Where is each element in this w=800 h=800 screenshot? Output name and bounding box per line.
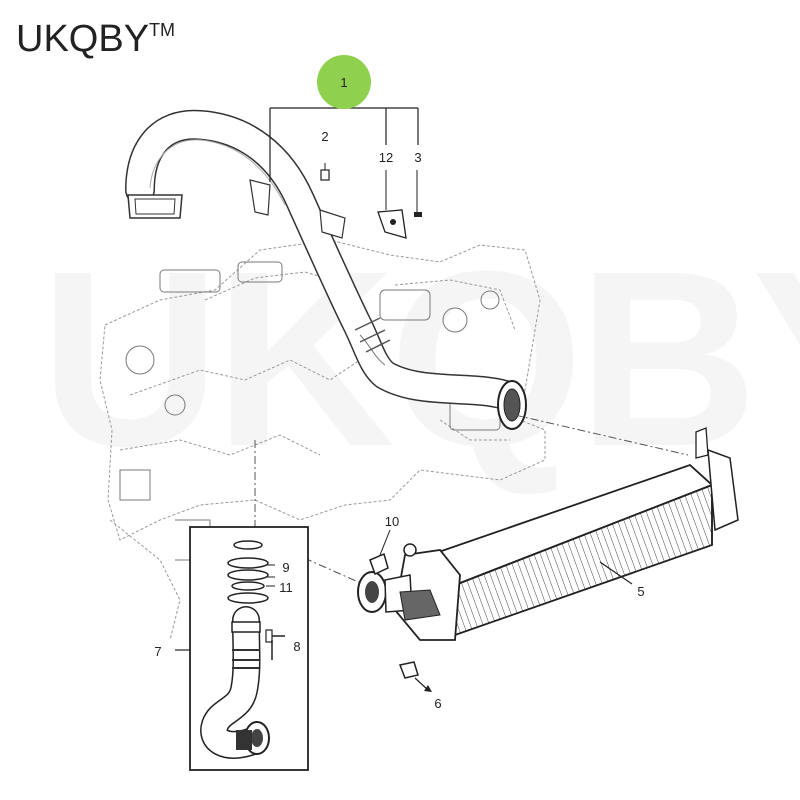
clip-part-6 xyxy=(398,661,432,692)
callout-1: 1 xyxy=(340,75,347,90)
callout-5: 5 xyxy=(637,584,644,599)
callout-12: 12 xyxy=(379,150,393,165)
callout-2: 2 xyxy=(321,129,328,144)
leader-line-5 xyxy=(599,561,633,585)
lower-hose-inset xyxy=(175,526,309,771)
callout-7: 7 xyxy=(154,644,161,659)
bolt-part-3 xyxy=(414,170,422,217)
upper-charge-air-pipe xyxy=(125,109,527,430)
callout-9: 9 xyxy=(282,560,289,575)
callout-3: 3 xyxy=(414,150,421,165)
callout-8: 8 xyxy=(293,639,300,654)
callout-6: 6 xyxy=(434,696,441,711)
clip-part-10 xyxy=(369,529,391,576)
highlight-circle xyxy=(317,55,371,109)
callout-11: 11 xyxy=(279,580,293,595)
engine-detail xyxy=(119,261,501,561)
centerline-upper xyxy=(514,414,689,456)
callout-10: 10 xyxy=(385,514,399,529)
brand-logo: UKQBYTM xyxy=(16,18,176,60)
intercooler xyxy=(357,427,739,641)
bolt-part-2 xyxy=(320,163,330,181)
bracket-part-12 xyxy=(377,170,407,239)
